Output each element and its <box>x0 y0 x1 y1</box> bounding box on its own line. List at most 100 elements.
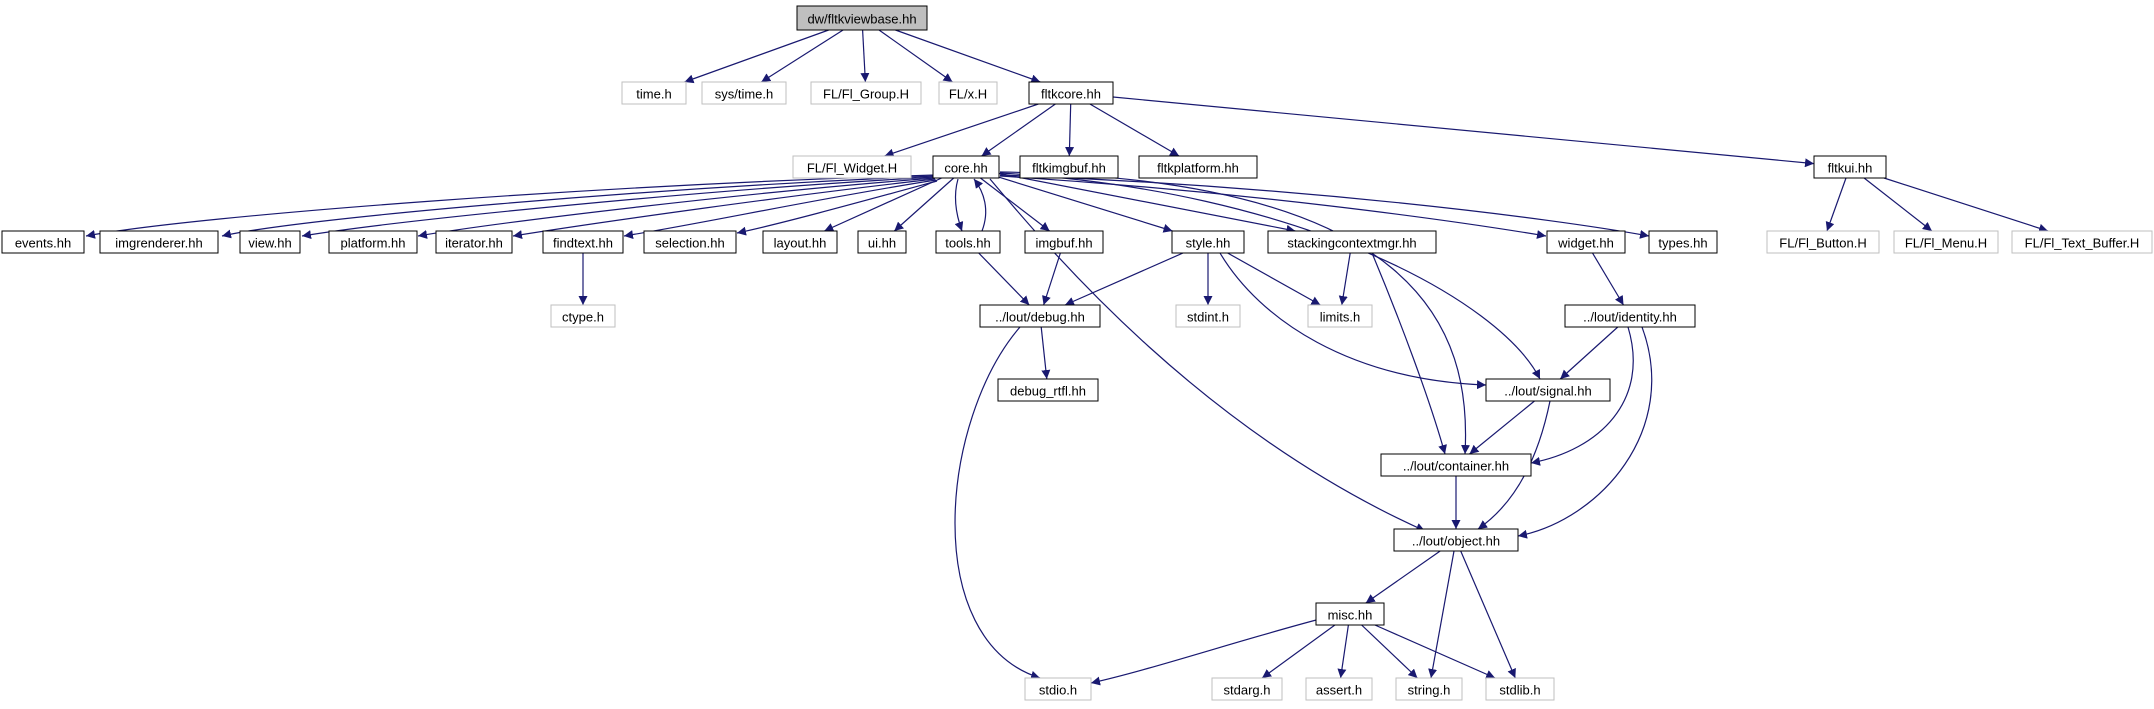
node-iterator[interactable]: iterator.hh <box>435 230 513 254</box>
edge-object-to-stdlib <box>1460 550 1516 679</box>
node-style[interactable]: style.hh <box>1171 230 1245 254</box>
node-stdio: stdio.h <box>1024 677 1092 701</box>
node-fltkplatform[interactable]: fltkplatform.hh <box>1138 155 1258 179</box>
edge-style-to-debug <box>1064 252 1184 306</box>
edge-style-to-signal <box>1219 252 1487 390</box>
node-label: types.hh <box>1658 236 1707 251</box>
edge-misc-to-string <box>1361 624 1418 679</box>
edge-root-to-fltkcore <box>895 29 1041 84</box>
node-label: misc.hh <box>1328 608 1373 623</box>
edge-layer <box>85 29 2049 686</box>
node-types[interactable]: types.hh <box>1648 230 1718 254</box>
node-identity[interactable]: ../lout/identity.hh <box>1564 304 1696 328</box>
edge-core-to-types <box>999 174 1650 239</box>
node-label: assert.h <box>1316 683 1362 698</box>
node-debug-rtfl[interactable]: debug_rtfl.hh <box>997 378 1099 402</box>
edge-stackingcontextmgr-to-container <box>1371 252 1447 455</box>
node-label: FL/Fl_Menu.H <box>1905 236 1987 251</box>
node-box <box>810 81 922 105</box>
node-box <box>1175 304 1241 328</box>
edge-core-to-iterator <box>512 178 936 240</box>
node-fltkui[interactable]: fltkui.hh <box>1813 155 1887 179</box>
edge-widget-to-identity <box>1591 252 1625 306</box>
node-label: events.hh <box>15 236 71 251</box>
node-sys-time-h: sys/time.h <box>701 81 787 105</box>
node-box <box>935 230 1001 254</box>
node-label: ctype.h <box>562 310 604 325</box>
node-label: stdint.h <box>1187 310 1229 325</box>
node-core[interactable]: core.hh <box>932 155 1000 179</box>
node-container[interactable]: ../lout/container.hh <box>1380 453 1532 477</box>
node-signal[interactable]: ../lout/signal.hh <box>1485 378 1611 402</box>
node-box <box>2011 230 2153 254</box>
node-label: stdlib.h <box>1499 683 1540 698</box>
node-stdlib: stdlib.h <box>1485 677 1555 701</box>
node-label: sys/time.h <box>715 87 774 102</box>
node-label: ../lout/object.hh <box>1412 534 1500 549</box>
edge-tools-to-debug <box>978 252 1030 306</box>
node-view[interactable]: view.hh <box>239 230 301 254</box>
edge-core-to-container <box>999 171 1470 455</box>
node-label: widget.hh <box>1557 236 1614 251</box>
node-label: imgbuf.hh <box>1035 236 1092 251</box>
node-label: fltkcore.hh <box>1041 87 1101 102</box>
node-label: stdarg.h <box>1224 683 1271 698</box>
node-box <box>1019 155 1119 179</box>
node-misc[interactable]: misc.hh <box>1315 602 1385 626</box>
node-ui[interactable]: ui.hh <box>857 230 907 254</box>
node-selection[interactable]: selection.hh <box>643 230 737 254</box>
node-label: debug_rtfl.hh <box>1010 384 1086 399</box>
node-box <box>542 230 624 254</box>
node-debug[interactable]: ../lout/debug.hh <box>979 304 1101 328</box>
node-imgbuf[interactable]: imgbuf.hh <box>1024 230 1104 254</box>
node-layout[interactable]: layout.hh <box>762 230 838 254</box>
edge-stackingcontextmgr-to-limits <box>1338 252 1351 306</box>
node-label: iterator.hh <box>445 236 503 251</box>
node-widget[interactable]: widget.hh <box>1546 230 1626 254</box>
node-ctype: ctype.h <box>550 304 616 328</box>
node-label: ../lout/signal.hh <box>1504 384 1591 399</box>
node-box <box>1813 155 1887 179</box>
node-label: ../lout/identity.hh <box>1583 310 1677 325</box>
edge-debug-to-debug_rtfl <box>1040 326 1051 380</box>
node-label: layout.hh <box>774 236 827 251</box>
node-root[interactable]: dw/fltkviewbase.hh <box>796 5 928 31</box>
node-label: tools.hh <box>945 236 991 251</box>
node-label: FL/x.H <box>949 87 987 102</box>
node-fl-text-buffer: FL/Fl_Text_Buffer.H <box>2011 230 2153 254</box>
edge-misc-to-stdlib <box>1374 624 1496 679</box>
node-box <box>1893 230 1999 254</box>
node-fltkimgbuf[interactable]: fltkimgbuf.hh <box>1019 155 1119 179</box>
node-label: string.h <box>1408 683 1451 698</box>
node-fltkcore[interactable]: fltkcore.hh <box>1028 81 1114 105</box>
edge-fltkcore-to-fltkplatform <box>1089 103 1180 157</box>
edge-object-to-misc <box>1365 550 1441 604</box>
node-object[interactable]: ../lout/object.hh <box>1393 528 1519 552</box>
node-label: stackingcontextmgr.hh <box>1287 236 1416 251</box>
edge-style-to-limits <box>1227 252 1321 306</box>
node-findtext[interactable]: findtext.hh <box>542 230 624 254</box>
node-fl-widget: FL/Fl_Widget.H <box>792 155 912 179</box>
edge-core-to-signal <box>999 172 1541 380</box>
node-box <box>643 230 737 254</box>
node-box <box>1648 230 1718 254</box>
node-box <box>762 230 838 254</box>
edge-core-to-events <box>85 174 936 239</box>
node-fl-menu: FL/Fl_Menu.H <box>1893 230 1999 254</box>
node-imgrenderer[interactable]: imgrenderer.hh <box>99 230 219 254</box>
node-label: FL/Fl_Group.H <box>823 87 909 102</box>
node-platform[interactable]: platform.hh <box>328 230 418 254</box>
node-box <box>701 81 787 105</box>
node-label: fltkimgbuf.hh <box>1032 161 1106 176</box>
node-box <box>1485 677 1555 701</box>
node-box <box>1564 304 1696 328</box>
node-box <box>1211 677 1283 701</box>
node-box <box>932 155 1000 179</box>
node-fl-x: FL/x.H <box>938 81 998 105</box>
node-stackingcontextmgr[interactable]: stackingcontextmgr.hh <box>1267 230 1437 254</box>
node-events[interactable]: events.hh <box>1 230 85 254</box>
node-tools[interactable]: tools.hh <box>935 230 1001 254</box>
edge-core-to-imgrenderer <box>221 175 936 239</box>
node-label: fltkplatform.hh <box>1157 161 1239 176</box>
